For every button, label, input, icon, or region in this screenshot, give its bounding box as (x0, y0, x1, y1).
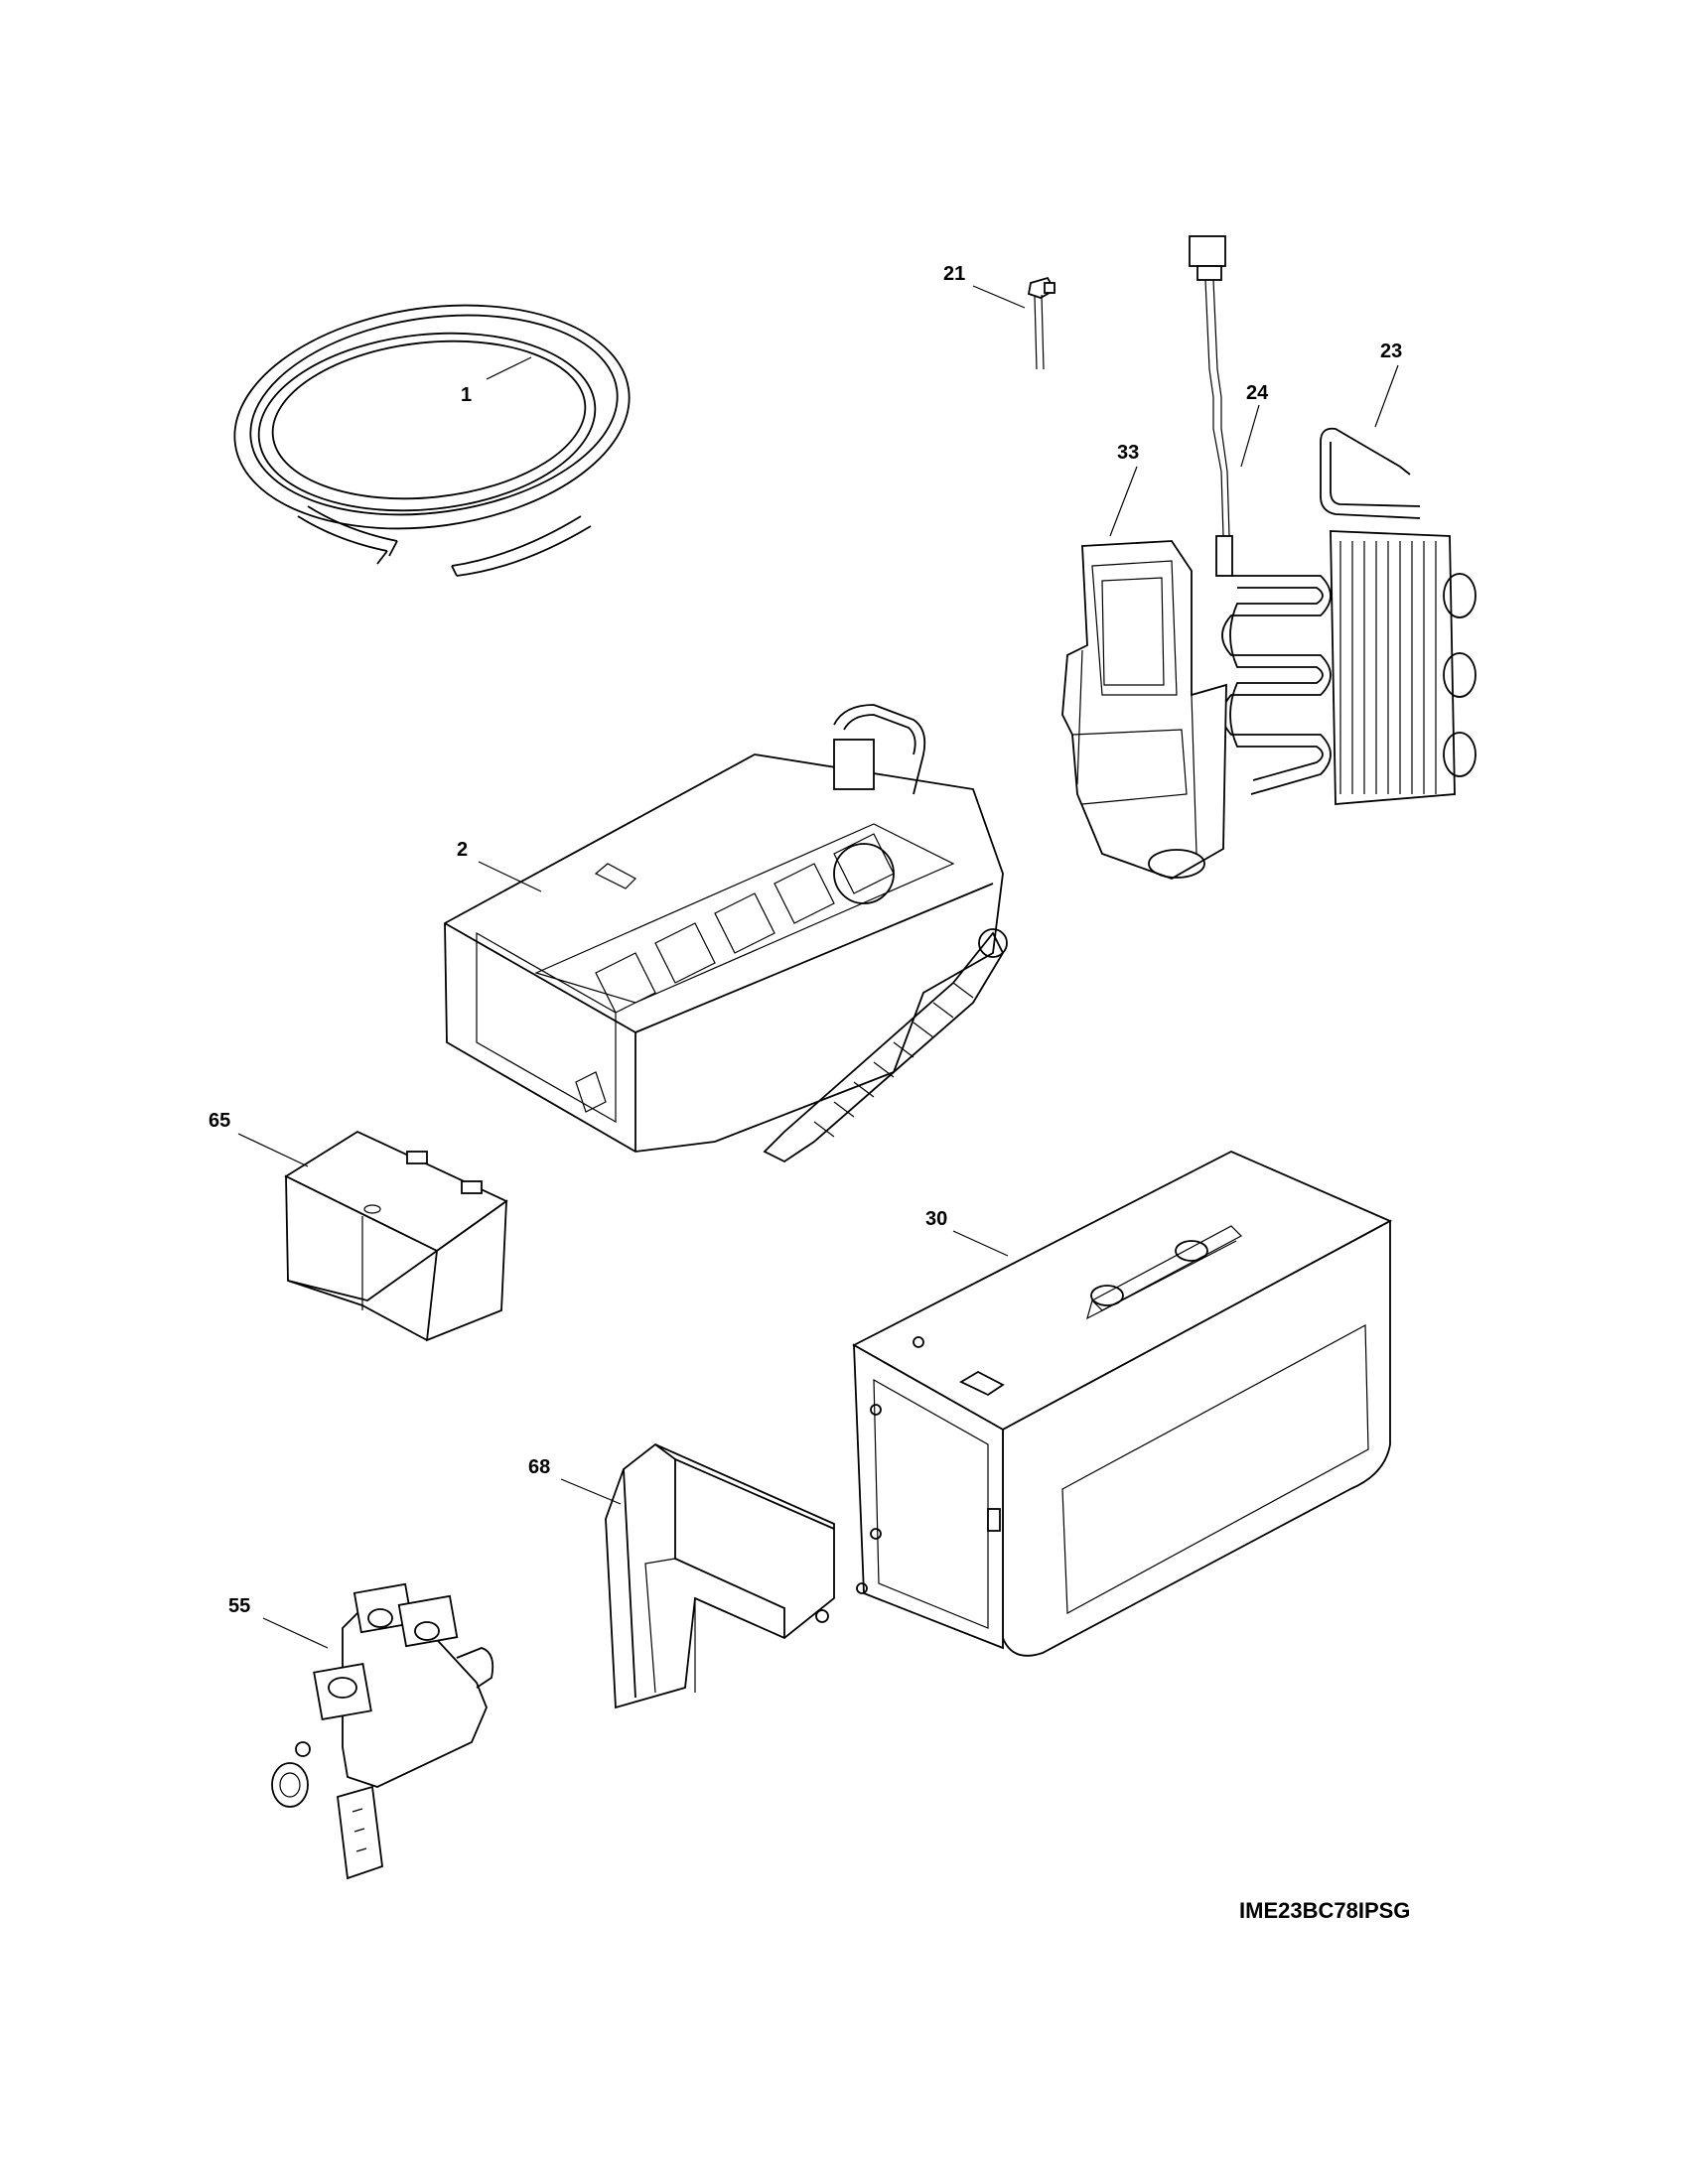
callout-65: 65 (209, 1110, 230, 1132)
callout-33: 33 (1117, 442, 1139, 464)
icemaker-assembly-icon[interactable] (444, 704, 1008, 1163)
ice-bucket-icon[interactable] (852, 1151, 1393, 1657)
model-number: IME23BC78IPSG (1239, 1898, 1411, 1923)
callout-1: 1 (461, 384, 472, 406)
small-bin-icon[interactable] (284, 1130, 508, 1342)
wire-harness-icon[interactable] (1189, 235, 1233, 577)
tubing-coil-icon[interactable] (220, 281, 644, 577)
callout-55: 55 (228, 1595, 250, 1617)
callout-23: 23 (1380, 341, 1402, 362)
callout-21: 21 (943, 263, 965, 285)
callout-68: 68 (528, 1456, 550, 1478)
callout-30: 30 (925, 1208, 947, 1230)
callout-24: 24 (1246, 382, 1269, 404)
bracket-icon[interactable] (1061, 540, 1227, 880)
water-valve-icon[interactable] (271, 1582, 494, 1880)
thermistor-icon[interactable] (1027, 276, 1056, 370)
callout-2: 2 (457, 839, 468, 861)
chute-cover-icon[interactable] (605, 1442, 835, 1709)
heater-coil-icon[interactable] (1221, 427, 1477, 805)
